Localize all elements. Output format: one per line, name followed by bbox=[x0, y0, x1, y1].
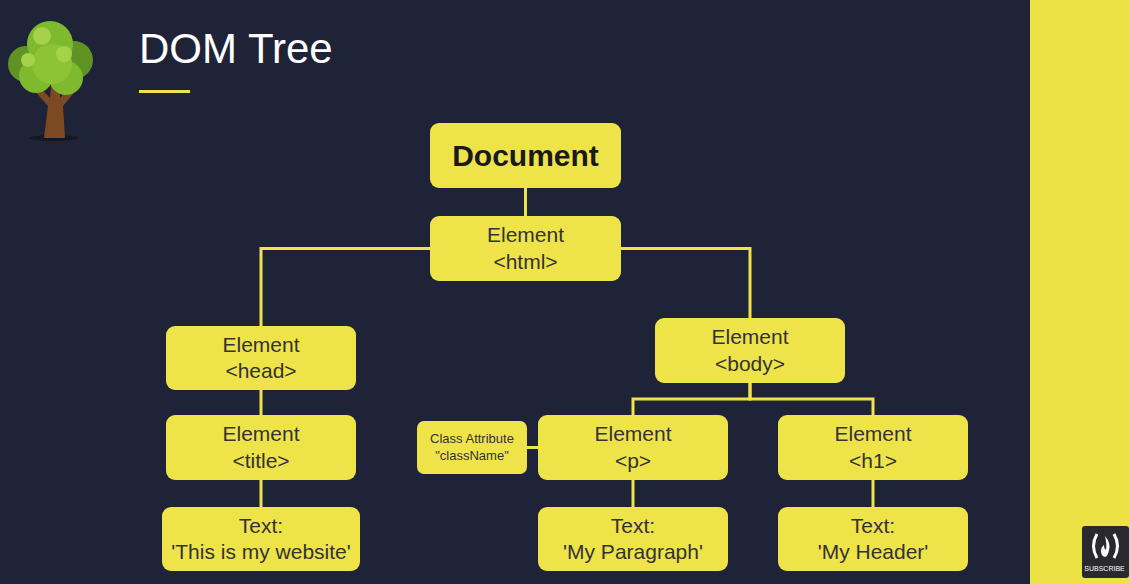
tree-connector bbox=[260, 390, 263, 415]
attribute-box: Class Attribute"className" bbox=[417, 421, 527, 474]
node-text: 'This is my website' bbox=[171, 539, 351, 565]
node-heading: Element bbox=[222, 332, 299, 358]
node-text: 'My Paragraph' bbox=[563, 539, 703, 565]
node-text: <title> bbox=[232, 448, 289, 474]
tree-connector bbox=[632, 480, 635, 507]
node-text: <head> bbox=[225, 358, 296, 384]
tree-connector bbox=[621, 249, 750, 319]
tree-leaves bbox=[32, 44, 72, 84]
tree-highlight bbox=[21, 53, 35, 67]
tree-connector bbox=[633, 383, 750, 415]
element-box: Element<p> bbox=[538, 415, 728, 480]
title-underline bbox=[139, 90, 190, 93]
tree-connector bbox=[527, 446, 538, 449]
node-text: <h1> bbox=[849, 448, 897, 474]
node-heading: Document bbox=[452, 137, 599, 175]
element-box: Element<title> bbox=[166, 415, 356, 480]
tree-highlight bbox=[56, 46, 72, 62]
node-heading: Element bbox=[834, 421, 911, 447]
watermark-text: SUBSCRIBE bbox=[1082, 565, 1127, 573]
side-band bbox=[1030, 0, 1129, 584]
node-heading: Element bbox=[711, 324, 788, 350]
node-heading: Text: bbox=[239, 513, 283, 539]
text-box: Text:'This is my website' bbox=[162, 507, 360, 571]
node-text: <body> bbox=[715, 351, 785, 377]
node-heading: Class Attribute bbox=[430, 431, 514, 448]
tree-highlight bbox=[33, 27, 51, 45]
node-heading: Text: bbox=[851, 513, 895, 539]
element-box: Element<html> bbox=[430, 216, 621, 281]
logo-bracket bbox=[1114, 534, 1118, 558]
tree-illustration bbox=[4, 14, 96, 142]
node-heading: Text: bbox=[611, 513, 655, 539]
node-text: "className" bbox=[435, 448, 509, 465]
tree-connector bbox=[750, 383, 873, 415]
element-box: Element<head> bbox=[166, 326, 356, 390]
node-heading: Element bbox=[487, 222, 564, 248]
element-box: Element<h1> bbox=[778, 415, 968, 480]
element-box: Element<body> bbox=[655, 318, 845, 383]
text-box: Text:'My Header' bbox=[778, 507, 968, 571]
text-box: Text:'My Paragraph' bbox=[538, 507, 728, 571]
node-text: 'My Header' bbox=[818, 539, 929, 565]
tree-connector bbox=[261, 249, 430, 327]
node-heading: Element bbox=[594, 421, 671, 447]
node-heading: Element bbox=[222, 421, 299, 447]
tree-connector bbox=[524, 188, 527, 216]
logo-flame bbox=[1101, 536, 1110, 557]
diagram-title: DOM Tree bbox=[139, 24, 333, 74]
tree-connector bbox=[260, 480, 263, 507]
node-text: <html> bbox=[493, 249, 557, 275]
logo-ground bbox=[1082, 526, 1129, 578]
node-text: <p> bbox=[615, 448, 651, 474]
logo-bracket bbox=[1094, 534, 1098, 558]
document-box: Document bbox=[430, 123, 621, 188]
tree-connector bbox=[872, 480, 875, 507]
